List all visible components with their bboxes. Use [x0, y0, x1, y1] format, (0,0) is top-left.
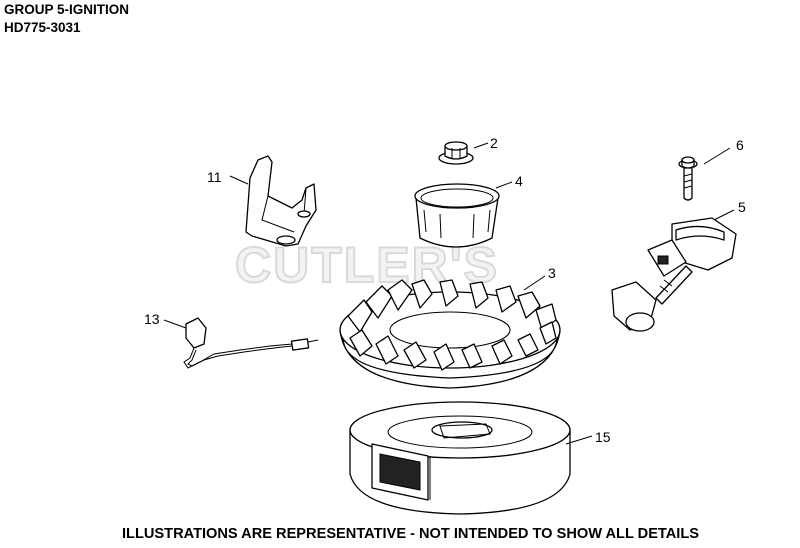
callout-2: 2 — [490, 135, 498, 151]
callout-5: 5 — [738, 199, 746, 215]
disclaimer-footer: ILLUSTRATIONS ARE REPRESENTATIVE - NOT I… — [122, 526, 699, 542]
flywheel-fan-3-icon[interactable] — [339, 279, 561, 389]
callout-15: 15 — [595, 429, 611, 445]
screw-6-icon[interactable] — [678, 156, 698, 201]
callout-6: 6 — [736, 137, 744, 153]
model-number: HD775-3031 — [4, 20, 81, 35]
wire-harness-13-icon[interactable] — [183, 317, 319, 369]
callout-3: 3 — [548, 265, 556, 281]
fan-cup-4-icon[interactable] — [414, 183, 500, 248]
bracket-11-icon[interactable] — [245, 155, 317, 247]
callout-11: 11 — [207, 169, 222, 185]
group-title: GROUP 5-IGNITION — [4, 2, 130, 17]
callout-13: 13 — [144, 311, 160, 327]
leader-lines — [163, 142, 735, 445]
flange-nut-2-icon[interactable] — [438, 141, 474, 165]
ignition-coil-5-icon[interactable] — [611, 217, 737, 332]
callout-4: 4 — [515, 173, 523, 189]
flywheel-15-icon[interactable] — [349, 401, 571, 515]
